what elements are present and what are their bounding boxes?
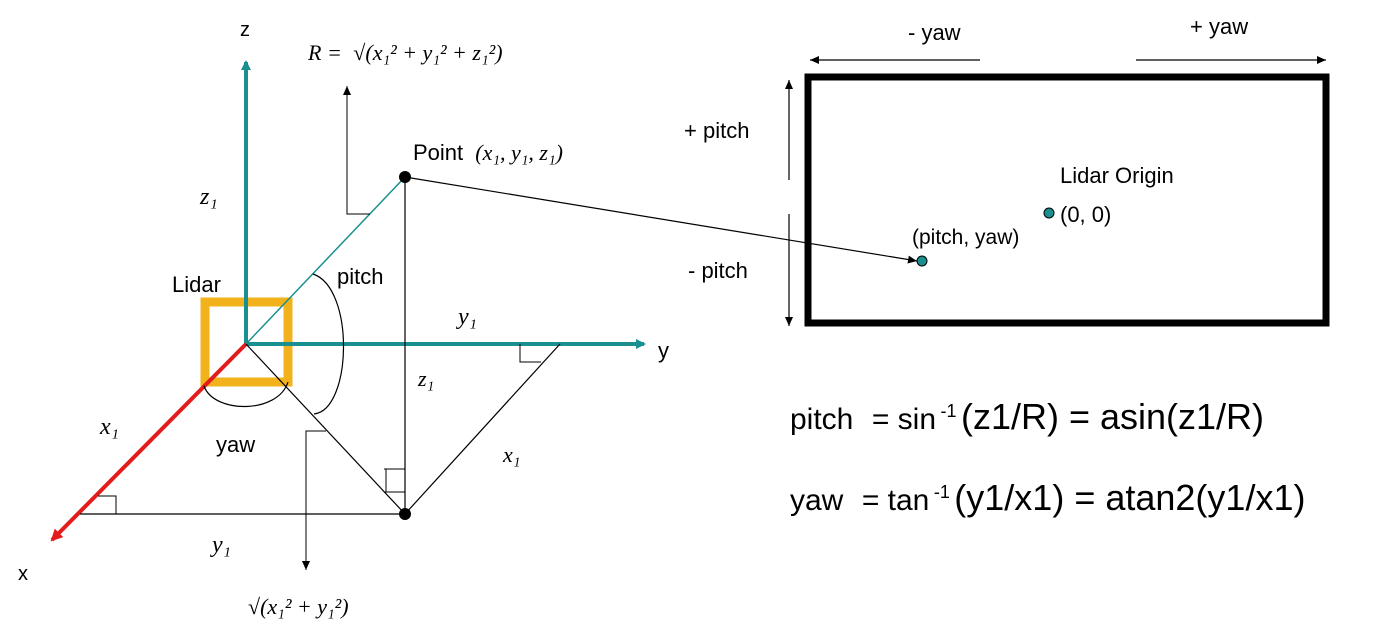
- projected-point-marker: [916, 255, 928, 267]
- right-angle-y: [519, 344, 541, 363]
- lidar-origin-label: Lidar Origin: [1060, 163, 1174, 188]
- minus-yaw-label: - yaw: [908, 20, 961, 45]
- x1-line: [404, 343, 561, 515]
- yaw-formula: yaw = tan -1 (y1/x1) = atan2(y1/x1): [790, 477, 1305, 518]
- plus-yaw-label: + yaw: [1190, 14, 1248, 39]
- y1-top-label: y₁: [456, 304, 477, 330]
- yaw-formula-sup: -1: [934, 482, 950, 502]
- pitch-formula: pitch = sin -1 (z1/R) = asin(z1/R): [790, 396, 1264, 437]
- lidar-label: Lidar: [172, 272, 221, 297]
- pitch-formula-eq: = sin: [872, 403, 936, 436]
- x-axis: [50, 342, 248, 542]
- origin-coords-label: (0, 0): [1060, 202, 1111, 227]
- projected-point-label: (pitch, yaw): [912, 226, 1019, 249]
- point-label: Point (x₁, y₁, z₁): [413, 140, 563, 165]
- range-formula: R = √(x₁² + y₁² + z₁²): [307, 40, 503, 65]
- range-leader: [343, 86, 370, 215]
- projection-arrow: [404, 176, 918, 264]
- pitch-label: pitch: [337, 264, 383, 289]
- pitch-formula-sup: -1: [941, 401, 957, 421]
- yaw-label: yaw: [216, 432, 255, 457]
- ground-distance-label: √(x₁² + y₁²): [248, 594, 349, 619]
- range-formula-rhs: √(x₁² + y₁² + z₁²): [353, 40, 502, 65]
- image-plane: [804, 73, 1330, 327]
- ground-diagonal: [245, 343, 406, 515]
- y-axis-label: y: [658, 338, 669, 363]
- x-axis-label: x: [18, 563, 28, 585]
- pitch-formula-rhs: (z1/R) = asin(z1/R): [961, 396, 1264, 437]
- minus-pitch-label: - pitch: [688, 258, 748, 283]
- yaw-formula-lhs: yaw: [790, 484, 844, 517]
- range-formula-lhs: R =: [307, 40, 342, 65]
- z1-left-label: z₁: [199, 184, 218, 210]
- x1-right-label: x₁: [502, 442, 520, 467]
- lidar-origin-marker: [1043, 207, 1055, 219]
- ground-leader: [302, 430, 326, 570]
- point-label-coords: (x₁, y₁, z₁): [475, 140, 563, 165]
- yaw-formula-eq: = tan: [862, 484, 930, 517]
- yaw-arc: [203, 381, 289, 408]
- x1-left-label: x₁: [99, 414, 119, 440]
- pitch-formula-lhs: pitch: [790, 403, 853, 436]
- z1-mid-label: z₁: [417, 366, 434, 391]
- range-line: [245, 176, 406, 345]
- ground-point-marker: [399, 508, 411, 520]
- y1-bottom-label: y₁: [210, 532, 231, 558]
- point-label-word: Point: [413, 140, 463, 165]
- plus-pitch-label: + pitch: [684, 118, 749, 143]
- pitch-arc: [312, 273, 345, 415]
- z-axis-label: z: [240, 19, 250, 41]
- right-angle-x: [98, 495, 117, 514]
- yaw-formula-rhs: (y1/x1) = atan2(y1/x1): [954, 477, 1305, 518]
